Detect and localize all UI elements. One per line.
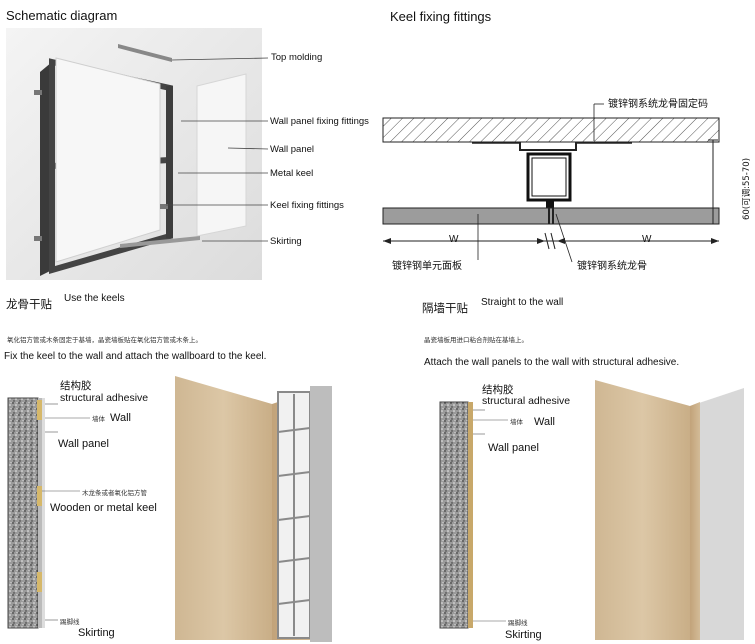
label-keel-zh: 木龙条或者氧化铝方管 — [82, 489, 147, 497]
dimension-w-right: W — [642, 234, 652, 245]
keel-method-title-en: Use the keels — [64, 293, 125, 304]
label-adhesive-en: structural adhesive — [60, 392, 149, 404]
dimension-w-left: W — [449, 234, 459, 245]
label-keel-en: Wooden or metal keel — [50, 502, 157, 514]
direct-method-title-zh: 隔墙干贴 — [422, 301, 468, 315]
label-wall-panel-fixing: Wall panel fixing fittings — [270, 116, 369, 127]
label-skirting-en: Skirting — [78, 627, 115, 639]
label-adhesive-zh: 结构胶 — [60, 380, 92, 392]
label-top-molding: Top molding — [271, 52, 323, 63]
label-system-keel: 镀锌钢系统龙骨 — [577, 261, 647, 272]
keel-method-title-zh: 龙骨干贴 — [6, 297, 52, 311]
label-direct-wall-zh: 墙体 — [510, 418, 523, 426]
label-wall-zh: 墙体 — [92, 415, 105, 423]
keel-method-desc-en: Fix the keel to the wall and attach the … — [4, 351, 267, 362]
label-unit-panel: 镀锌钢单元面板 — [392, 261, 462, 272]
label-fixing-code: 镀锌钢系统龙骨固定码 — [608, 99, 708, 110]
direct-method-desc-zh: 晶瓷墙板用进口粘合剂贴在基墙上。 — [424, 336, 528, 344]
keel-method-drawing — [7, 376, 332, 642]
keel-section-drawing — [382, 103, 720, 263]
label-direct-adhesive-zh: 结构胶 — [482, 384, 514, 396]
schematic-title: Schematic diagram — [6, 8, 118, 23]
label-direct-skirting-zh: 踢脚线 — [508, 619, 528, 627]
schematic-render — [6, 28, 269, 280]
direct-method-title-en: Straight to the wall — [481, 297, 564, 308]
label-skirting-zh: 踢脚线 — [60, 618, 80, 626]
dimension-label: 60(可调:55-70) — [742, 157, 752, 220]
direct-method-drawing — [439, 380, 744, 640]
label-wall-panel: Wall panel — [270, 144, 315, 155]
label-direct-skirting-en: Skirting — [505, 629, 542, 641]
label-metal-keel: Metal keel — [270, 168, 314, 179]
label-skirting: Skirting — [270, 236, 302, 247]
keel-fittings-title: Keel fixing fittings — [390, 9, 492, 24]
label-keel-fixing: Keel fixing fittings — [270, 200, 344, 211]
label-direct-wall-en: Wall — [534, 416, 555, 428]
keel-method-desc-zh: 氧化铝方管或木条固定于基墙，晶瓷墙板贴在氧化铝方管或木条上。 — [7, 336, 202, 344]
label-wall-panel-en: Wall panel — [58, 438, 109, 450]
label-wall-en: Wall — [110, 412, 131, 424]
direct-method-desc-en: Attach the wall panels to the wall with … — [424, 357, 680, 368]
label-direct-adhesive-en: structural adhesive — [482, 395, 571, 407]
label-direct-wall-panel-en: Wall panel — [488, 442, 539, 454]
